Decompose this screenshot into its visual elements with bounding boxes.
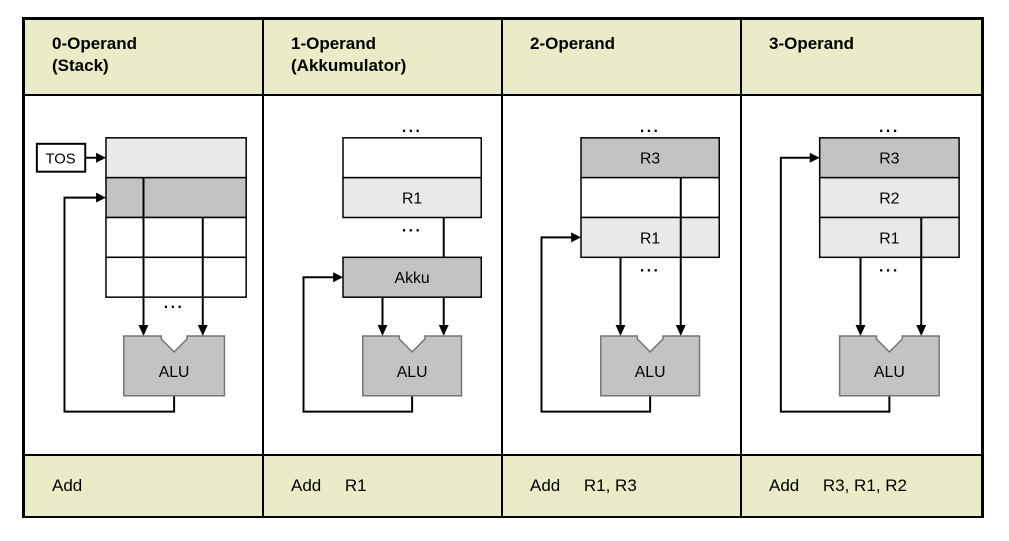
three-operand-architecture-diagram: ... R3 R2 R1 ... ALU xyxy=(779,119,960,413)
alu-label: ALU xyxy=(159,364,190,381)
register-label-r2: R2 xyxy=(879,191,899,208)
register-row-r1 xyxy=(818,216,960,259)
register-label-r1: R1 xyxy=(879,230,899,247)
ellipsis-top: ... xyxy=(402,119,423,136)
instruction-text: Add xyxy=(52,475,83,495)
stack-row-empty-2 xyxy=(105,256,247,298)
tos-label: TOS xyxy=(45,152,75,168)
stack-row-result xyxy=(105,176,247,219)
result-feedback-wire xyxy=(540,236,652,413)
register-row-empty xyxy=(580,176,721,219)
instruction-cell-akkumulator: Add R1 xyxy=(264,453,503,516)
alu-shape xyxy=(362,335,463,397)
instruction-text: Add R1 xyxy=(291,475,367,495)
header-title: 0-Operand xyxy=(52,34,138,53)
arrowhead-icon xyxy=(438,325,449,336)
header-subtitle: (Stack) xyxy=(52,56,109,76)
header-cell-3-operand: 3-Operand xyxy=(742,20,981,96)
akkumulator-architecture-diagram: ... R1 ... Akku ALU xyxy=(302,119,482,413)
register-row-r3 xyxy=(818,137,960,179)
stack-architecture-diagram: TOS ... ALU xyxy=(35,137,247,413)
operand-architecture-table: 0-Operand (Stack) 1-Operand (Akkumulator… xyxy=(22,17,984,518)
instruction-cell-stack: Add xyxy=(25,453,264,516)
arrowhead-icon xyxy=(675,325,686,336)
ellipsis-top: ... xyxy=(879,119,900,136)
alu-label: ALU xyxy=(874,364,905,381)
result-feedback-wire xyxy=(779,156,891,413)
register-row-r3 xyxy=(580,137,721,179)
feedback-arrowhead-icon xyxy=(571,232,582,243)
stack-row-empty-1 xyxy=(105,216,247,259)
diagram-cell-stack: TOS ... ALU xyxy=(25,96,264,454)
header-title: 1-Operand xyxy=(291,34,377,53)
instruction-cell-3-operand: Add R3, R1, R2 xyxy=(742,453,981,516)
ellipsis-bottom: ... xyxy=(402,218,423,235)
register-row-empty xyxy=(342,137,482,179)
two-operand-architecture-diagram: ... R3 R1 ... ALU xyxy=(540,119,721,413)
ellipsis-bottom: ... xyxy=(164,295,185,312)
header-title: 2-Operand xyxy=(530,34,616,53)
register-label-r1: R1 xyxy=(640,230,660,247)
arrowhead-icon xyxy=(377,325,388,336)
register-label-r3: R3 xyxy=(879,151,899,168)
header-subtitle: (Akkumulator) xyxy=(291,56,407,76)
alu-shape xyxy=(600,335,701,397)
header-cell-1-operand: 1-Operand (Akkumulator) xyxy=(264,20,503,96)
alu-shape xyxy=(123,335,226,397)
instruction-text: Add R3, R1, R2 xyxy=(769,475,907,495)
register-label-r1: R1 xyxy=(402,190,422,207)
header-cell-0-operand: 0-Operand (Stack) xyxy=(25,20,264,96)
akku-register-box xyxy=(342,256,482,298)
diagram-cell-3-operand: ... R3 R2 R1 ... ALU xyxy=(742,96,981,454)
diagram-cell-akkumulator: ... R1 ... Akku ALU xyxy=(264,96,503,454)
tos-arrowhead-icon xyxy=(96,152,106,163)
ellipsis-bottom: ... xyxy=(640,258,661,275)
result-feedback-wire xyxy=(302,276,414,413)
instruction-cell-2-operand: Add R1, R3 xyxy=(503,453,742,516)
diagram-cell-2-operand: ... R3 R1 ... ALU xyxy=(503,96,742,454)
arrowhead-icon xyxy=(197,325,208,336)
header-title: 3-Operand xyxy=(769,34,855,53)
arrowhead-icon xyxy=(855,325,866,336)
akku-label: Akku xyxy=(395,270,430,287)
alu-label: ALU xyxy=(397,364,428,381)
feedback-arrowhead-icon xyxy=(96,192,106,203)
register-label-r3: R3 xyxy=(640,151,660,168)
feedback-arrowhead-icon xyxy=(333,272,343,283)
register-row-r1 xyxy=(580,216,721,259)
header-cell-2-operand: 2-Operand xyxy=(503,20,742,96)
arrowhead-icon xyxy=(138,325,149,336)
result-feedback-wire xyxy=(63,196,176,413)
feedback-arrowhead-icon xyxy=(809,152,820,163)
tos-pointer-box xyxy=(35,142,87,173)
register-row-r1 xyxy=(342,176,482,219)
register-row-r2 xyxy=(818,176,960,219)
stack-row-tos xyxy=(105,137,247,179)
ellipsis-top: ... xyxy=(640,119,661,136)
arrowhead-icon xyxy=(916,325,927,336)
arrowhead-icon xyxy=(615,325,626,336)
alu-shape xyxy=(838,335,940,397)
instruction-text: Add R1, R3 xyxy=(530,475,637,495)
ellipsis-bottom: ... xyxy=(879,258,900,275)
alu-label: ALU xyxy=(635,364,666,381)
